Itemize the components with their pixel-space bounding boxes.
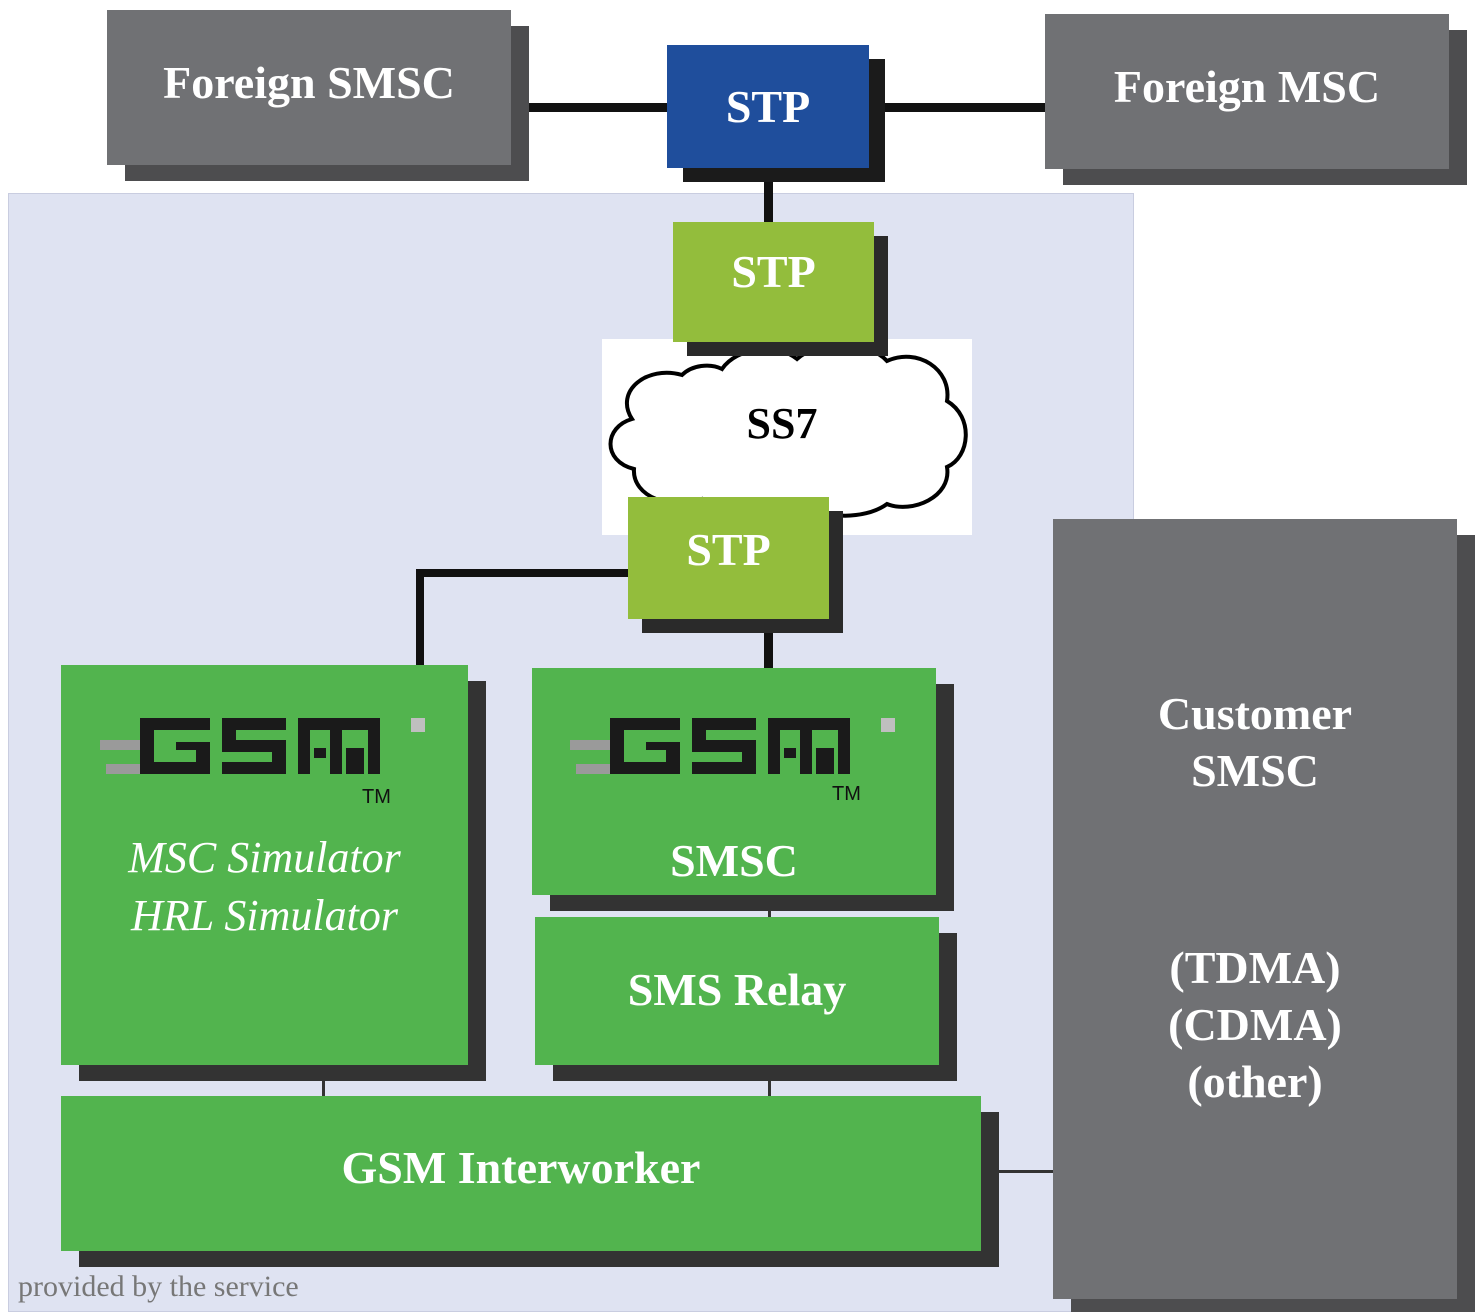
customer-label: Customer bbox=[1157, 688, 1353, 739]
customer-smsc-label: SMSC bbox=[1191, 745, 1319, 796]
hrl-simulator-label: HRL Simulator bbox=[131, 891, 398, 940]
customer-tdma-label: (TDMA) bbox=[1169, 942, 1341, 993]
stp-lower-box: STP bbox=[628, 497, 829, 619]
tm-mark-smsc: TM bbox=[832, 783, 861, 805]
gsm-interworker-label: GSM Interworker bbox=[341, 1142, 701, 1193]
footer-note: provided by the service bbox=[18, 1270, 299, 1303]
link-msc-sim-interworker bbox=[322, 1064, 325, 1098]
msc-simulator-label: MSC Simulator bbox=[128, 833, 401, 882]
gsm-interworker-box: GSM Interworker bbox=[61, 1096, 981, 1251]
gsm-logo-smsc bbox=[570, 718, 895, 774]
link-stp-lower-msc-sim-h bbox=[416, 569, 630, 577]
sms-relay-box: SMS Relay bbox=[535, 917, 939, 1065]
link-relay-interworker bbox=[768, 1064, 771, 1098]
sms-relay-label: SMS Relay bbox=[627, 963, 847, 1015]
link-interworker-customer bbox=[980, 1170, 1056, 1173]
customer-cdma-label: (CDMA) bbox=[1168, 999, 1342, 1050]
link-stp-lower-msc-sim-v bbox=[416, 569, 424, 669]
foreign-smsc-box: Foreign SMSC bbox=[107, 10, 511, 165]
foreign-smsc-label: Foreign SMSC bbox=[163, 57, 455, 108]
gsm-logo-msc bbox=[100, 718, 425, 774]
tm-mark-msc: TM bbox=[362, 786, 391, 808]
link-foreign-smsc-stp bbox=[510, 103, 670, 112]
cloud-icon bbox=[608, 343, 968, 520]
msc-simulator-box bbox=[61, 665, 468, 1065]
stp-upper-box: STP bbox=[673, 222, 874, 342]
stp-lower-label: STP bbox=[686, 523, 771, 575]
link-stp-lower-smsc bbox=[764, 619, 773, 671]
customer-smsc-box: Customer SMSC (TDMA) (CDMA) (other) bbox=[1053, 519, 1457, 1299]
link-smsc-relay bbox=[768, 893, 771, 919]
link-stp-top-stp-upper bbox=[764, 167, 773, 223]
smsc-box bbox=[532, 668, 936, 895]
stp-top-label: STP bbox=[725, 81, 811, 132]
foreign-msc-box: Foreign MSC bbox=[1045, 14, 1449, 169]
stp-top-box: STP bbox=[667, 45, 869, 168]
customer-other-label: (other) bbox=[1187, 1056, 1323, 1107]
smsc-label: SMSC bbox=[670, 835, 798, 886]
link-stp-foreign-msc bbox=[868, 103, 1048, 112]
foreign-msc-label: Foreign MSC bbox=[1113, 61, 1381, 112]
stp-upper-label: STP bbox=[731, 245, 816, 297]
ss7-label: SS7 bbox=[746, 399, 818, 448]
